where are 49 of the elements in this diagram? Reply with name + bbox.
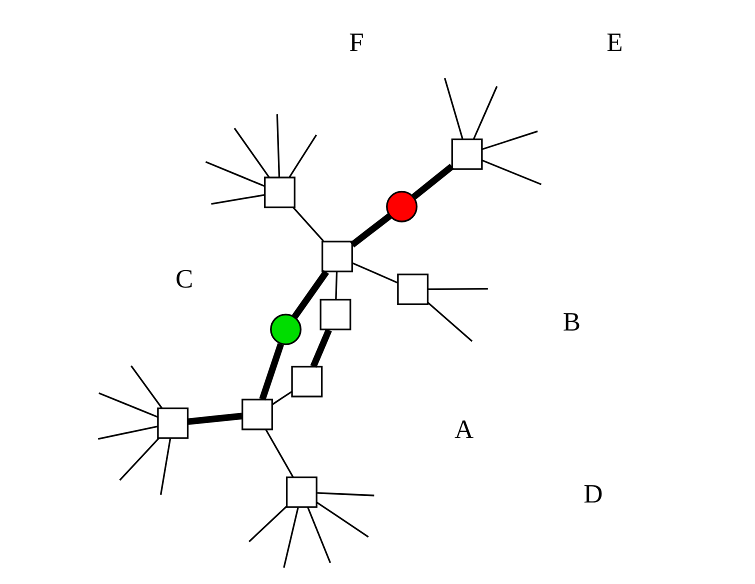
connector <box>264 429 294 478</box>
label: A <box>454 414 474 444</box>
label: F <box>348 26 364 57</box>
connector <box>428 288 488 290</box>
node-box <box>241 398 272 430</box>
connector <box>288 134 317 178</box>
node-circle <box>270 314 302 346</box>
label: C <box>175 264 193 294</box>
connector <box>411 164 454 200</box>
connector <box>258 343 284 400</box>
connector <box>210 194 264 205</box>
connector <box>481 160 542 186</box>
label: D <box>583 478 602 509</box>
node-box <box>285 476 317 508</box>
label: E <box>606 26 622 57</box>
connector <box>316 502 368 538</box>
node-circle <box>386 190 417 222</box>
connector <box>472 86 498 140</box>
connector <box>292 206 324 242</box>
node-box <box>264 176 295 208</box>
label: B <box>562 306 580 337</box>
connector <box>481 130 538 150</box>
connector <box>352 262 398 284</box>
connector <box>291 270 329 319</box>
connector <box>276 114 280 178</box>
node-box <box>321 240 352 272</box>
connector <box>334 272 338 300</box>
connector <box>443 78 463 139</box>
node-box <box>156 407 188 439</box>
connector <box>310 328 332 368</box>
connector <box>130 365 162 408</box>
node-box <box>290 366 322 398</box>
connector <box>98 426 158 440</box>
node-box <box>319 298 351 330</box>
connector <box>282 507 298 568</box>
connector <box>271 390 292 406</box>
connector <box>159 438 171 495</box>
connector <box>248 506 287 542</box>
node-box <box>450 138 482 170</box>
connector <box>204 161 264 187</box>
connector <box>233 128 270 178</box>
connector <box>426 302 472 342</box>
connector <box>306 507 331 564</box>
connector <box>98 392 158 418</box>
connector <box>316 492 374 496</box>
node-box <box>396 274 428 306</box>
connector <box>350 213 392 248</box>
connector <box>118 438 159 481</box>
connector <box>187 412 242 425</box>
